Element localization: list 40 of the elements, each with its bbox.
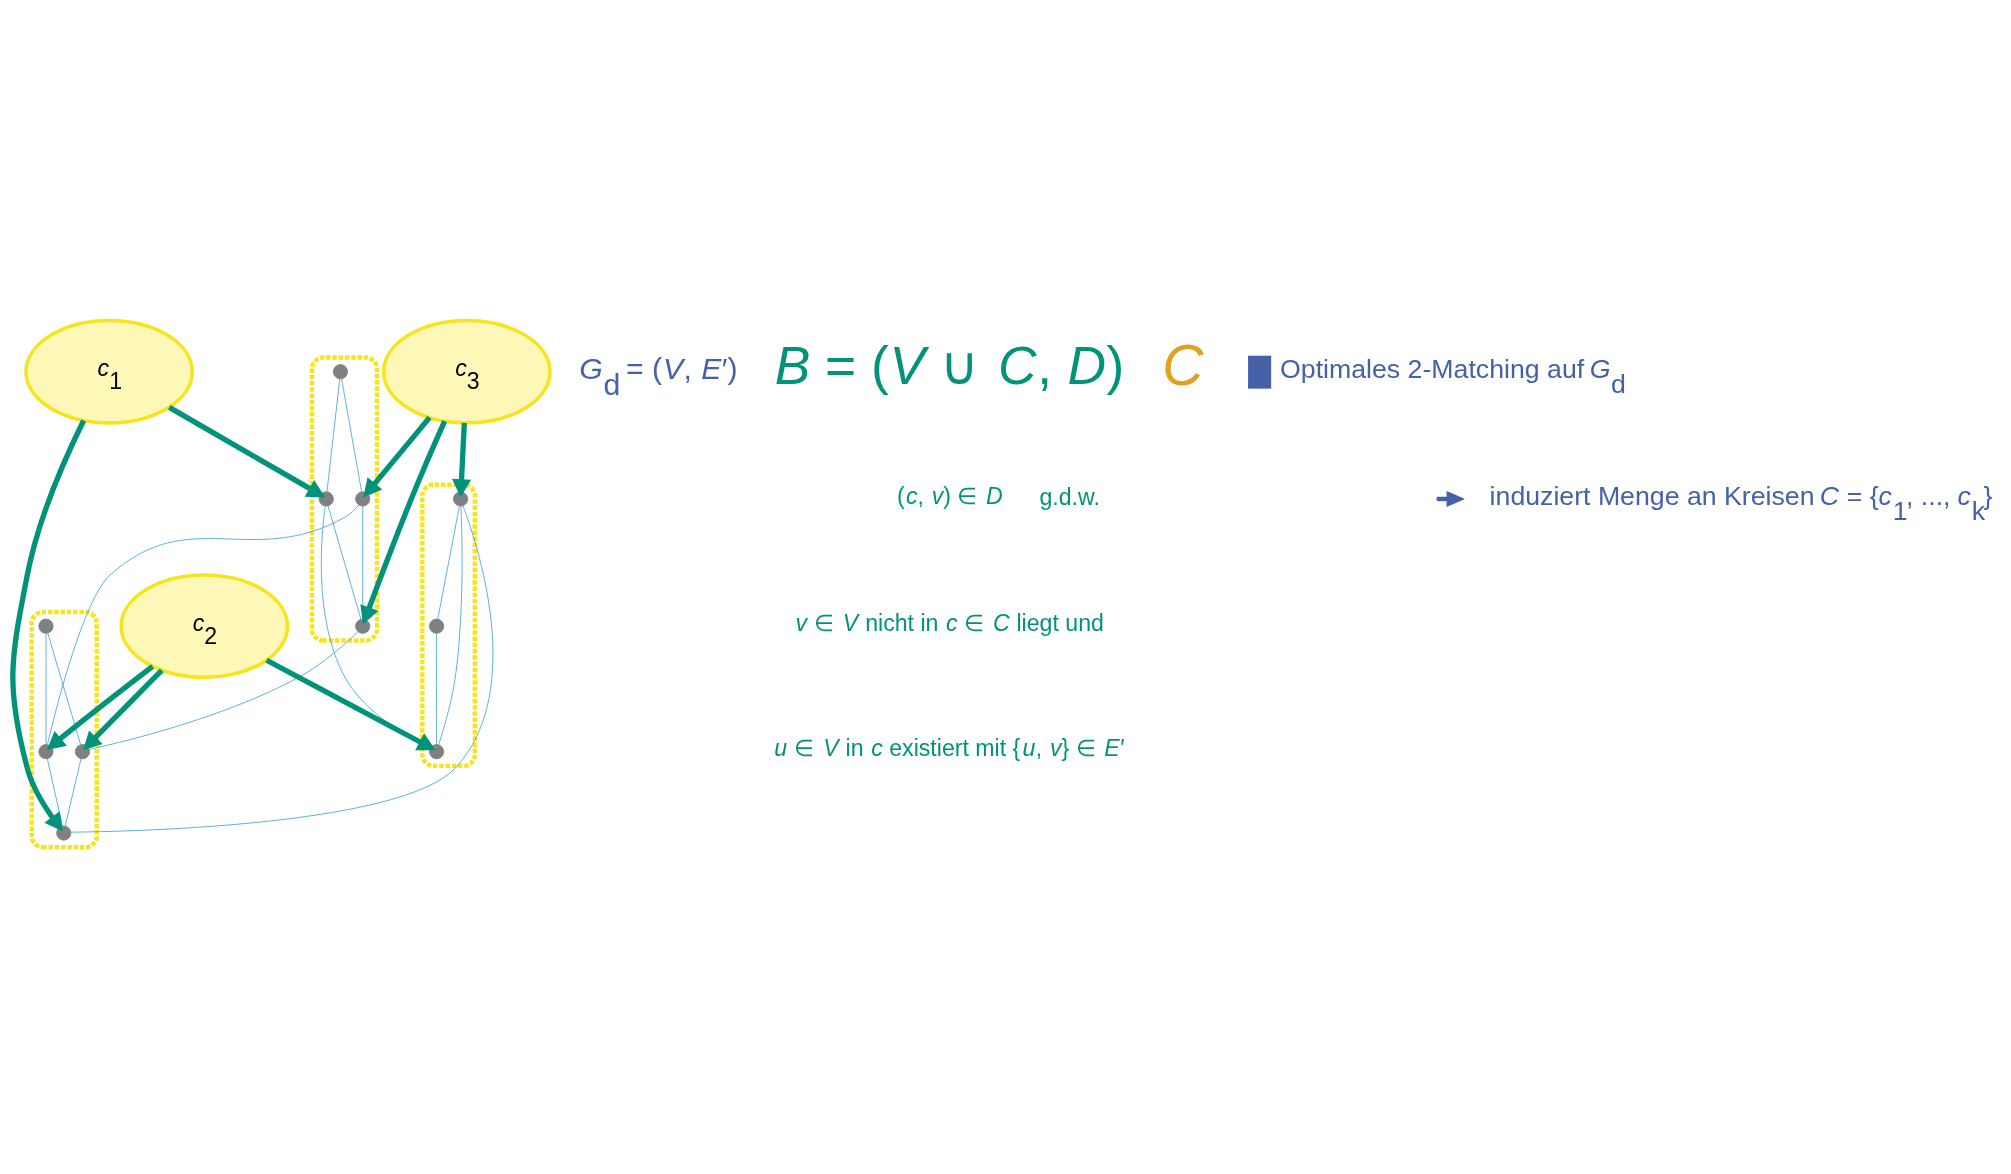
connector bbox=[327, 504, 361, 619]
connector bbox=[435, 632, 437, 745]
node-circle bbox=[37, 618, 54, 634]
connector bbox=[46, 504, 359, 745]
label: B = (V ∪ C, D) bbox=[774, 335, 1124, 395]
connector bbox=[436, 505, 460, 620]
node-circle bbox=[354, 618, 370, 634]
cluster bbox=[419, 482, 477, 768]
node-circle bbox=[428, 618, 444, 634]
arrow bbox=[264, 657, 436, 750]
node-circle bbox=[74, 743, 90, 759]
node-circle bbox=[37, 743, 54, 759]
connector bbox=[46, 757, 63, 826]
arrow bbox=[46, 663, 154, 750]
label: v ∈ V nicht in c ∈ C liegt und bbox=[795, 609, 1104, 636]
node-circle bbox=[354, 490, 370, 507]
connector bbox=[46, 632, 81, 745]
arrow bbox=[359, 419, 447, 625]
arrow bbox=[9, 418, 86, 832]
arrow bbox=[167, 404, 325, 497]
connector bbox=[340, 378, 362, 492]
node-circle bbox=[452, 490, 468, 507]
label: C bbox=[1161, 332, 1203, 397]
node-circle bbox=[428, 743, 444, 759]
connector bbox=[437, 505, 462, 745]
connector bbox=[70, 505, 493, 833]
arrow bbox=[362, 415, 432, 497]
connector bbox=[88, 630, 358, 750]
connector bbox=[326, 378, 340, 492]
connector bbox=[64, 757, 81, 826]
cluster bbox=[29, 609, 99, 850]
arrow bbox=[451, 422, 471, 497]
node-circle bbox=[318, 490, 334, 507]
label: (c, v) ∈ D bbox=[896, 482, 1003, 509]
label: u ∈ V in c existiert mit {u, v} ∈ E′ bbox=[773, 734, 1125, 761]
node-circle bbox=[55, 825, 71, 841]
label: g.d.w. bbox=[1038, 483, 1100, 510]
node-circle bbox=[332, 363, 348, 379]
arrow bbox=[82, 667, 164, 750]
connector bbox=[45, 632, 46, 745]
